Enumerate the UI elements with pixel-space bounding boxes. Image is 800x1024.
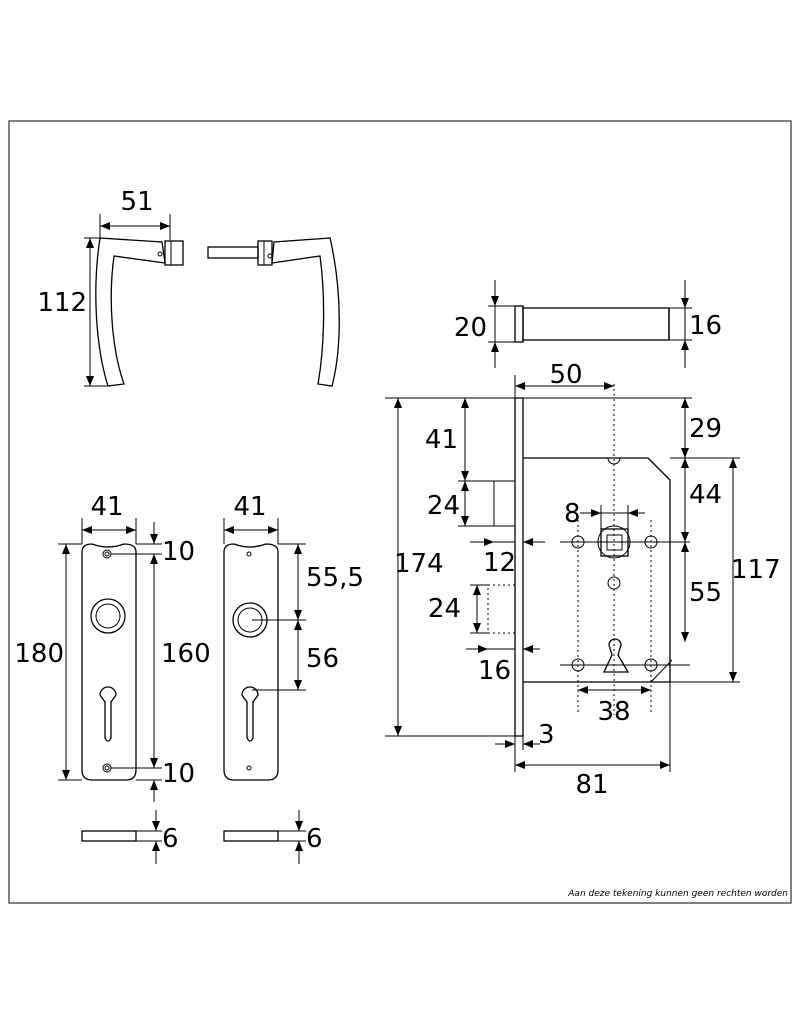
label-forend-a: 12 bbox=[483, 548, 516, 578]
label-handle-width: 51 bbox=[120, 187, 153, 217]
label-plate1-width: 41 bbox=[90, 492, 123, 522]
dim-lock-backset: 50 bbox=[514, 360, 614, 398]
dim-lock-case-depth: 81 bbox=[515, 682, 671, 800]
dim-plate1-hole-spacing: 160 bbox=[111, 553, 211, 769]
dim-plate1-height: 180 bbox=[14, 543, 82, 781]
label-forend-b: 16 bbox=[478, 656, 511, 686]
dim-plate1-bottom-offset: 10 bbox=[136, 759, 195, 802]
dim-handle-height: 112 bbox=[37, 237, 108, 387]
label-lock-case-depth: 81 bbox=[575, 770, 608, 800]
drawing-border bbox=[8, 120, 792, 904]
dim-lock-total-height: 174 bbox=[385, 397, 515, 737]
dim-plate1-thickness: 6 bbox=[136, 810, 179, 864]
label-spindle-thickness: 16 bbox=[689, 311, 722, 341]
label-plate1-thickness: 6 bbox=[162, 824, 179, 854]
dim-lock-center: 55 bbox=[681, 542, 722, 642]
dim-forend-a: 12 bbox=[470, 538, 545, 578]
label-lock-case-height: 117 bbox=[731, 555, 781, 585]
dim-lock-top-right: 29 bbox=[523, 397, 740, 459]
dim-spindle-thickness: 16 bbox=[669, 280, 722, 368]
label-bolt-height: 24 bbox=[428, 594, 461, 624]
dim-plate1-top-offset: 10 bbox=[136, 522, 195, 567]
right-handle bbox=[207, 237, 340, 387]
label-lock-follower: 8 bbox=[564, 499, 581, 529]
dim-lock-top: 41 bbox=[425, 398, 494, 482]
label-lock-center: 55 bbox=[689, 578, 722, 608]
lock-body bbox=[487, 384, 690, 737]
label-lock-total-height: 174 bbox=[394, 549, 444, 579]
dim-lock-upper-right: 44 bbox=[681, 458, 722, 542]
label-lock-top-right: 29 bbox=[689, 414, 722, 444]
label-plate2-lower: 56 bbox=[306, 644, 339, 674]
dim-lock-case-height: 117 bbox=[670, 458, 781, 683]
spindle bbox=[514, 305, 670, 343]
dim-plate2-width: 41 bbox=[223, 492, 279, 544]
label-plate1-height: 180 bbox=[14, 639, 64, 669]
label-forend-plate: 3 bbox=[538, 720, 555, 750]
label-handle-height: 112 bbox=[37, 288, 87, 318]
label-plate2-thickness: 6 bbox=[306, 824, 323, 854]
label-plate1-hole-spacing: 160 bbox=[161, 639, 211, 669]
label-plate1-bottom-offset: 10 bbox=[162, 759, 195, 789]
label-latch-height: 24 bbox=[427, 491, 460, 521]
dim-plate2-upper: 55,5 bbox=[252, 543, 364, 621]
dim-bolt-height: 24 bbox=[428, 584, 488, 634]
label-spindle-height: 20 bbox=[454, 313, 487, 343]
dim-handle-width: 51 bbox=[99, 187, 171, 240]
label-lock-screw-spacing: 38 bbox=[597, 697, 630, 727]
label-lock-backset: 50 bbox=[549, 360, 582, 390]
dim-lock-screw-spacing: 38 bbox=[578, 686, 651, 727]
footer-disclaimer: Aan deze tekening kunnen geen rechten wo… bbox=[567, 889, 788, 899]
label-lock-upper-right: 44 bbox=[689, 480, 722, 510]
dim-forend-b: 16 bbox=[466, 645, 540, 686]
dim-plate2-lower: 56 bbox=[252, 620, 339, 691]
dim-plate1-width: 41 bbox=[81, 492, 137, 544]
dim-forend-plate: 3 bbox=[495, 720, 555, 772]
escutcheon-plate-1 bbox=[81, 543, 137, 842]
label-plate2-upper: 55,5 bbox=[306, 563, 364, 593]
dim-plate2-thickness: 6 bbox=[278, 810, 323, 864]
dim-spindle-height: 20 bbox=[454, 280, 515, 368]
dim-lock-follower: 8 bbox=[564, 499, 645, 529]
dim-latch-height: 24 bbox=[427, 481, 494, 527]
label-lock-top: 41 bbox=[425, 425, 458, 455]
escutcheon-plate-2 bbox=[223, 543, 279, 842]
label-plate1-top-offset: 10 bbox=[162, 537, 195, 567]
left-handle bbox=[95, 237, 184, 387]
label-plate2-width: 41 bbox=[233, 492, 266, 522]
